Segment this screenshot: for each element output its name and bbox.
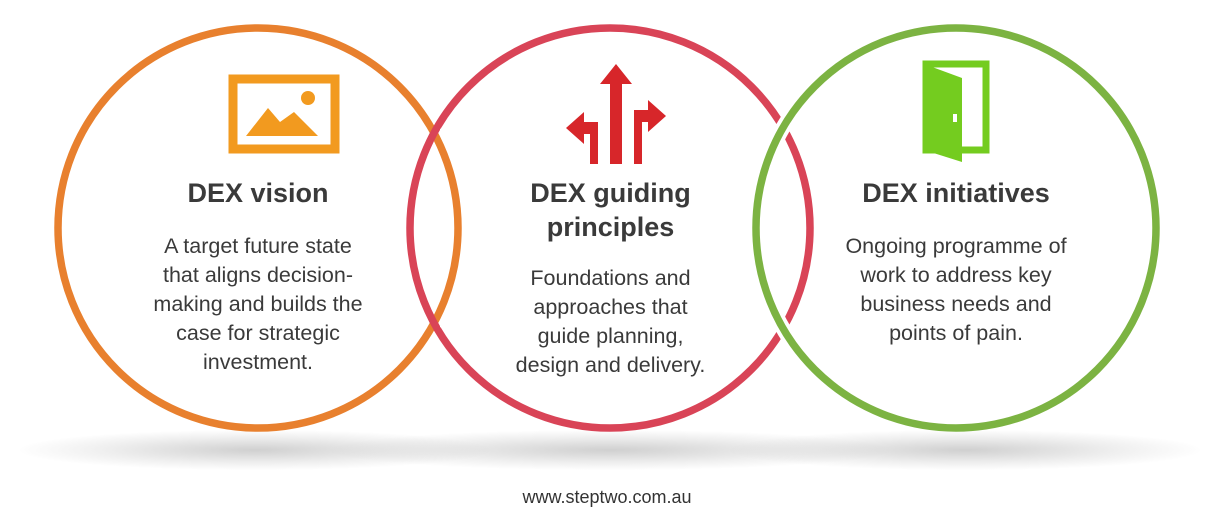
vision-ring <box>54 24 440 432</box>
initiatives-text-block: DEX initiatives Ongoing programme of wor… <box>836 176 1076 348</box>
initiatives-description: Ongoing programme of work to address key… <box>845 234 1067 345</box>
principles-ring <box>406 24 814 432</box>
footer-url: www.steptwo.com.au <box>522 487 692 507</box>
vision-ring-overlap <box>440 136 462 320</box>
principles-text-block: DEX guiding principles Foundations and a… <box>508 176 713 380</box>
image-icon <box>228 74 340 154</box>
vision-text-block: DEX vision A target future state that al… <box>148 176 368 377</box>
initiatives-ring-overlap <box>752 109 790 347</box>
open-door-icon <box>922 60 990 162</box>
vision-title: DEX vision <box>187 178 329 208</box>
principles-description: Foundations and approaches that guide pl… <box>515 266 706 377</box>
directions-arrows-icon <box>566 64 666 164</box>
shadow-right <box>730 430 1200 470</box>
initiatives-title: DEX initiatives <box>862 178 1050 208</box>
principles-title: DEX guiding principles <box>530 178 691 242</box>
vision-description: A target future state that aligns decisi… <box>153 234 363 374</box>
initiatives-ring <box>790 24 1160 432</box>
shadow-left <box>20 430 490 470</box>
shadow-middle <box>330 430 890 470</box>
